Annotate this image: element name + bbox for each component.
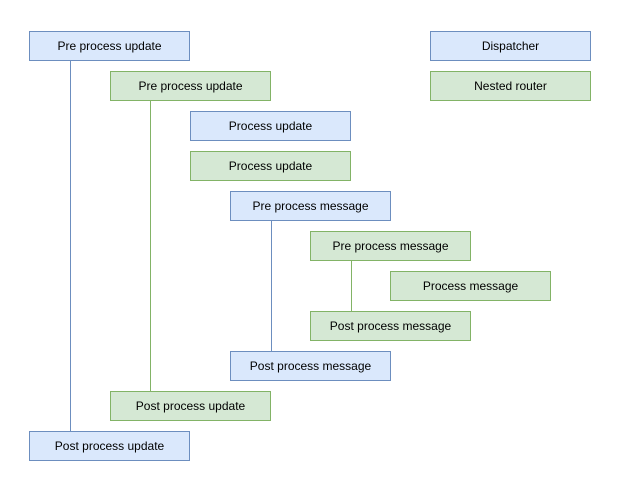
process-node-label: Post process update [54, 439, 165, 453]
process-node-label: Pre process message [332, 239, 449, 253]
process-node[interactable]: Post process message [230, 351, 391, 381]
connector-inner-router [351, 261, 352, 311]
legend-item-label: Nested router [474, 79, 547, 93]
process-node[interactable]: Process update [190, 111, 351, 141]
process-node-label: Post process update [135, 399, 246, 413]
process-node-label: Process update [228, 159, 313, 173]
process-node-label: Process update [228, 119, 313, 133]
process-node-label: Post process message [329, 319, 452, 333]
process-node-label: Pre process message [252, 199, 369, 213]
process-node[interactable]: Pre process message [230, 191, 391, 221]
process-node[interactable]: Process message [390, 271, 551, 301]
legend-item[interactable]: Dispatcher [430, 31, 591, 61]
process-node[interactable]: Post process update [110, 391, 271, 421]
connector-outer-dispatcher [70, 61, 71, 431]
process-node-label: Process message [422, 279, 519, 293]
process-node-label: Pre process update [57, 39, 162, 53]
process-node[interactable]: Post process update [29, 431, 190, 461]
legend-item[interactable]: Nested router [430, 71, 591, 101]
process-node-label: Pre process update [138, 79, 243, 93]
process-node-label: Post process message [249, 359, 372, 373]
process-node[interactable]: Pre process message [310, 231, 471, 261]
connector-outer-router [150, 101, 151, 391]
process-node[interactable]: Pre process update [110, 71, 271, 101]
legend-item-label: Dispatcher [481, 39, 540, 53]
process-node[interactable]: Process update [190, 151, 351, 181]
connector-inner-dispatcher [271, 221, 272, 351]
process-node[interactable]: Pre process update [29, 31, 190, 61]
process-node[interactable]: Post process message [310, 311, 471, 341]
